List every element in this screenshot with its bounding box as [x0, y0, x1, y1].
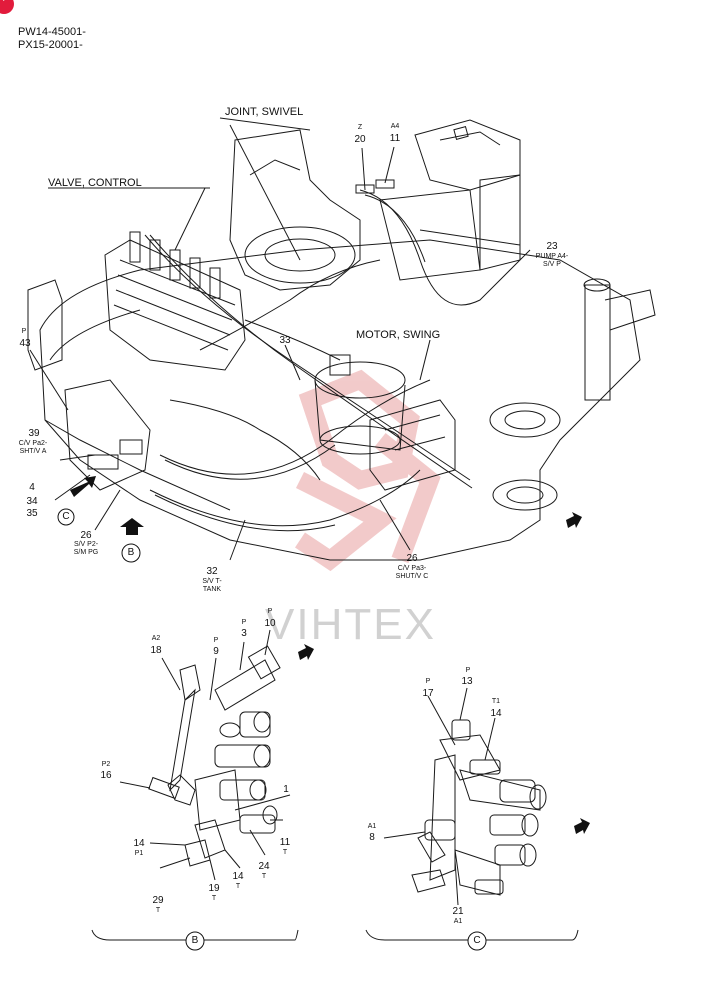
detail-c-17: 17: [422, 688, 434, 699]
callout-39: 39: [28, 428, 40, 439]
detail-b-circle: [185, 931, 205, 951]
detail-c-drawing: [365, 687, 579, 941]
callout-20: 20: [354, 134, 366, 145]
title-motor-swing: MOTOR, SWING: [356, 329, 441, 341]
detail-b-drawing: [91, 629, 299, 941]
detail-b-18-code: A2: [151, 635, 161, 642]
detail-b-14a-code: P1: [134, 850, 144, 857]
callout-11: 11: [389, 133, 401, 144]
detail-c-circle: [467, 931, 487, 951]
detail-c-label: C: [473, 935, 481, 946]
detail-b-29: 29: [152, 895, 164, 906]
detail-b-11-code: T: [282, 849, 288, 856]
callout-26a-desc2: S/M PG: [73, 549, 99, 556]
view-c-label: C: [62, 511, 70, 522]
callout-35: 35: [26, 508, 38, 519]
detail-b-9-code: P: [213, 637, 219, 644]
callout-20-code: Z: [357, 124, 363, 131]
detail-b-16-code: P2: [101, 761, 111, 768]
title-joint-swivel: JOINT, SWIVEL: [225, 106, 304, 118]
detail-b-9: 9: [213, 646, 219, 657]
detail-b-14b: 14: [232, 871, 244, 882]
serial-line-1: PW14-45001-: [18, 26, 86, 38]
callout-32-desc2: TANK: [202, 586, 222, 593]
detail-c-21: 21: [452, 906, 464, 917]
direction-arrow-main: [566, 512, 582, 528]
main-assembly-drawing: [27, 117, 656, 561]
callout-33: 33: [279, 335, 291, 346]
callout-11-code: A4: [390, 123, 400, 130]
callout-23: 23: [546, 241, 558, 252]
callout-4: 4: [29, 482, 35, 493]
view-arrow-c: [70, 476, 96, 497]
direction-arrow-b: [298, 644, 314, 660]
direction-arrow-c: [574, 818, 590, 834]
detail-b-14b-code: T: [235, 883, 241, 890]
serial-line-2: PX15-20001-: [18, 39, 83, 51]
detail-c-13-code: P: [465, 667, 471, 674]
view-c-circle: [57, 508, 75, 526]
callout-32: 32: [206, 566, 218, 577]
detail-b-19: 19: [208, 883, 220, 894]
callout-26b: 26: [406, 553, 418, 564]
detail-c-8-code: A1: [367, 823, 377, 830]
detail-b-11: 11: [279, 837, 291, 848]
callout-39-desc2: SHT/V A: [19, 448, 47, 455]
detail-c-17-code: P: [425, 678, 431, 685]
title-valve-control: VALVE, CONTROL: [48, 177, 142, 189]
detail-c-8: 8: [369, 832, 375, 843]
detail-b-3: 3: [241, 628, 247, 639]
detail-b-24-code: T: [261, 873, 267, 880]
detail-b-label: B: [191, 935, 199, 946]
control-valve-stack: [104, 231, 246, 371]
corner-badge-icon: +: [0, 0, 14, 14]
view-b-circle: [121, 543, 141, 563]
detail-b-14a: 14: [133, 838, 145, 849]
callout-23-desc2: S/V P: [543, 261, 561, 268]
detail-c-14: 14: [490, 708, 502, 719]
detail-b-3-code: P: [241, 619, 247, 626]
detail-b-1: 1: [283, 784, 289, 795]
swing-motor: [314, 354, 406, 455]
badge-mark: +: [0, 0, 8, 4]
detail-b-24: 24: [258, 861, 270, 872]
detail-c-14-code: T1: [491, 698, 501, 705]
callout-23-desc1: PUMP A4-: [535, 253, 569, 260]
view-b-label: B: [127, 547, 135, 558]
detail-b-10: 10: [264, 618, 276, 629]
detail-b-10-code: P: [267, 608, 273, 615]
callout-43: 43: [19, 338, 31, 349]
detail-c-21-code: A1: [453, 918, 463, 925]
detail-b-18: 18: [150, 645, 162, 656]
callout-26b-desc2: SHUT/V C: [395, 573, 429, 580]
callout-26b-desc1: C/V Pa3-: [397, 565, 427, 572]
callout-26a-desc1: S/V P2-: [73, 541, 99, 548]
callout-26a: 26: [80, 530, 92, 541]
view-arrow-b: [120, 518, 144, 535]
watermark-text: VIHTEX: [265, 600, 436, 649]
callout-32-desc1: S/V T-: [202, 578, 222, 585]
callout-39-desc1: C/V Pa2-: [18, 440, 48, 447]
detail-b-29-code: T: [155, 907, 161, 914]
callout-34: 34: [26, 496, 38, 507]
watermark-emblem: [295, 369, 441, 572]
callout-43-code: P: [21, 328, 27, 335]
detail-b-16: 16: [100, 770, 112, 781]
detail-c-13: 13: [461, 676, 473, 687]
detail-b-19-code: T: [211, 895, 217, 902]
